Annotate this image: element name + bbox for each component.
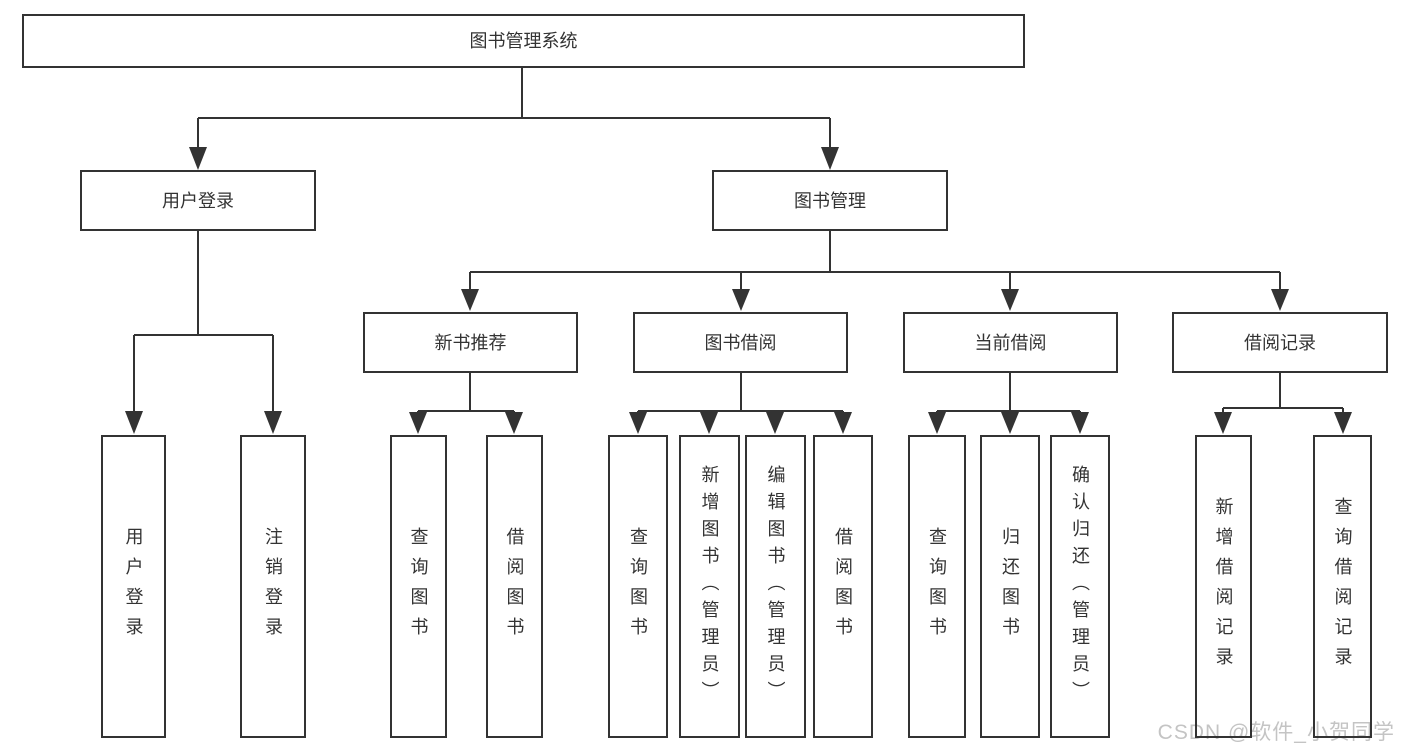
leaf-label: 借阅图书 — [504, 526, 525, 647]
leaf-query-borrow-record: 查询借阅记录 — [1313, 435, 1372, 738]
leaf-logout: 注销登录 — [240, 435, 306, 738]
leaf-return-books: 归还图书 — [980, 435, 1040, 738]
leaf-label: 查询图书 — [408, 526, 429, 647]
leaf-label: 新增图书（管理员） — [699, 465, 720, 708]
leaf-query-books-current: 查询图书 — [908, 435, 966, 738]
leaf-label: 用户登录 — [123, 526, 144, 647]
node-new-book-recommend: 新书推荐 — [363, 312, 578, 373]
node-root-system: 图书管理系统 — [22, 14, 1025, 68]
leaf-add-borrow-record: 新增借阅记录 — [1195, 435, 1252, 738]
leaf-query-books-borrow: 查询图书 — [608, 435, 668, 738]
node-borrow-records: 借阅记录 — [1172, 312, 1388, 373]
arrowhead-icons — [125, 147, 1352, 434]
leaf-label: 借阅图书 — [833, 526, 853, 647]
leaf-label: 编辑图书（管理员） — [765, 465, 786, 708]
leaf-borrow-books: 借阅图书 — [813, 435, 873, 738]
leaf-edit-books-admin: 编辑图书（管理员） — [745, 435, 806, 738]
leaf-add-books-admin: 新增图书（管理员） — [679, 435, 740, 738]
node-book-borrow: 图书借阅 — [633, 312, 848, 373]
leaf-user-login: 用户登录 — [101, 435, 166, 738]
leaf-label: 查询图书 — [927, 526, 947, 647]
leaf-label: 查询图书 — [628, 526, 648, 647]
leaf-query-books-recommend: 查询图书 — [390, 435, 447, 738]
csdn-watermark: CSDN @软件_小贺同学 — [1157, 721, 1395, 744]
node-current-borrow: 当前借阅 — [903, 312, 1118, 373]
leaf-label: 查询借阅记录 — [1332, 496, 1353, 677]
leaf-label: 确认归还（管理员） — [1070, 465, 1090, 708]
leaf-borrow-books-recommend: 借阅图书 — [486, 435, 543, 738]
leaf-label: 归还图书 — [1000, 526, 1020, 647]
leaf-label: 新增借阅记录 — [1213, 496, 1234, 677]
leaf-confirm-return-admin: 确认归还（管理员） — [1050, 435, 1110, 738]
leaf-label: 注销登录 — [263, 526, 283, 647]
node-book-management: 图书管理 — [712, 170, 948, 231]
node-user-login: 用户登录 — [80, 170, 316, 231]
